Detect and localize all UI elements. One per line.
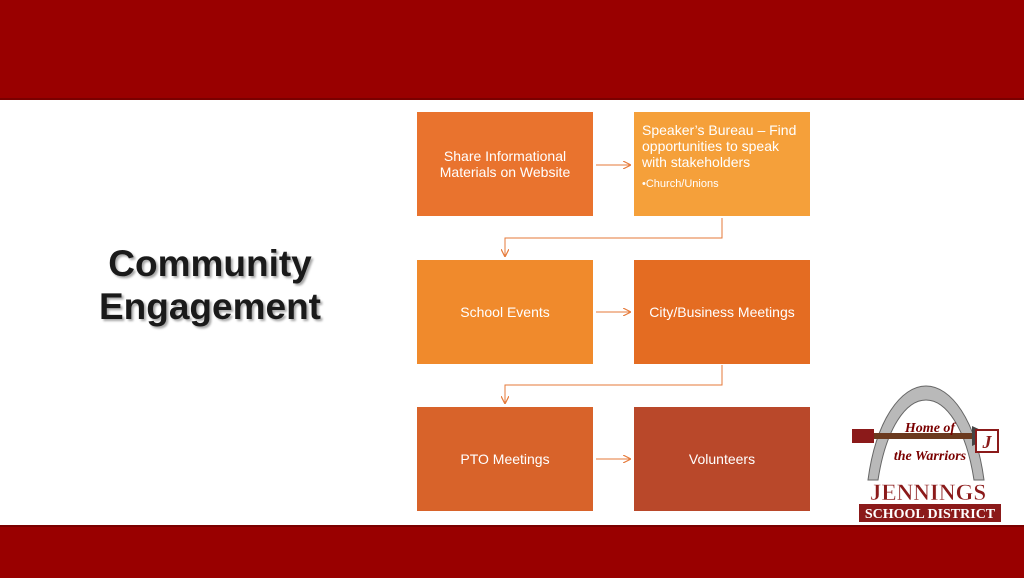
- elbow-connector-2: [505, 365, 723, 403]
- logo-letter: J: [982, 432, 993, 452]
- box-school-events: School Events: [417, 260, 593, 364]
- box-school-events-text: School Events: [460, 304, 550, 320]
- arch-icon: [867, 385, 985, 481]
- bottom-banner: [0, 525, 1024, 578]
- box-volunteers-text: Volunteers: [688, 451, 756, 467]
- top-banner: [0, 0, 1024, 100]
- box-speakers-bureau-text: Speaker’s Bureau – Find opportunities to…: [642, 122, 797, 170]
- elbow-connector-1: [505, 218, 723, 256]
- logo-name: JENNINGS: [870, 480, 986, 505]
- slide-title-line2: Engagement: [98, 286, 322, 327]
- box-pto-meetings: PTO Meetings: [417, 407, 593, 511]
- logo-sub: SCHOOL DISTRICT: [865, 507, 996, 522]
- box-speakers-bureau-bullet: •Church/Unions: [642, 178, 719, 190]
- slide-title-line1: Community: [108, 243, 312, 284]
- slide-title: Community Engagement: [70, 242, 350, 328]
- logo-line2: the Warriors: [894, 449, 967, 464]
- logo-line1: Home of: [904, 421, 956, 436]
- box-share-materials: Share Informational Materials on Website: [417, 112, 593, 216]
- box-pto-meetings-text: PTO Meetings: [460, 451, 550, 467]
- box-share-materials-text: Share Informational Materials on Website: [439, 148, 571, 180]
- box-speakers-bureau: Speaker’s Bureau – Find opportunities to…: [634, 112, 810, 216]
- box-volunteers: Volunteers: [634, 407, 810, 511]
- jennings-logo: J Home of the Warriors JENNINGS SCHOOL D…: [852, 385, 1001, 522]
- box-city-business-meetings: City/Business Meetings: [634, 260, 810, 364]
- box-city-business-meetings-text: City/Business Meetings: [649, 304, 795, 320]
